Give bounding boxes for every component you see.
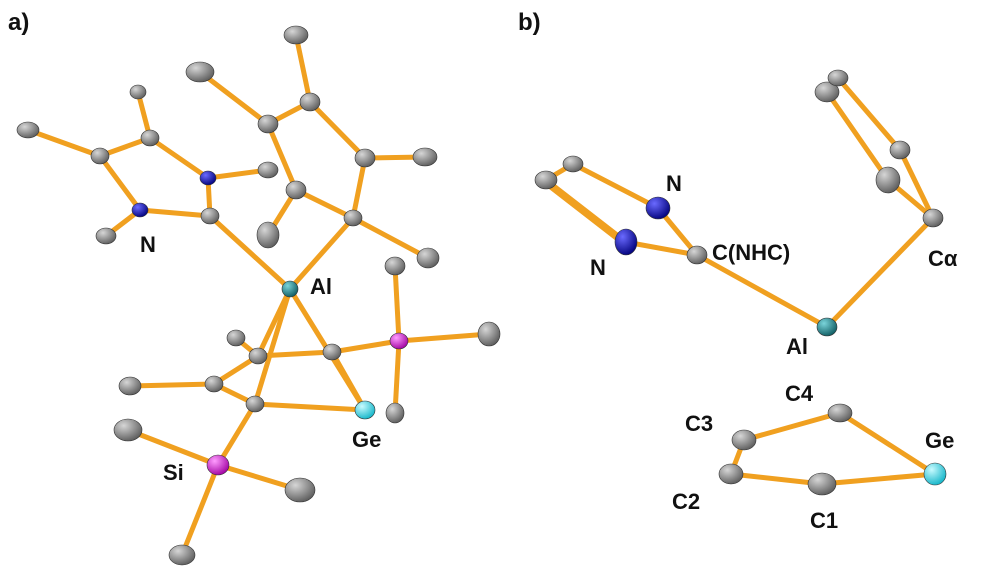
atom-label-c-nhc: C(NHC) [712,240,790,265]
panel-a-atoms [16,25,501,566]
atom-label-si: Si [163,460,184,485]
atom-label-n: N [140,232,156,257]
panel-b-atoms [534,69,947,496]
atom-label-c3: C3 [685,411,713,436]
atom-label-al-b: Al [786,334,808,359]
atom-label-n-top: N [666,171,682,196]
atom-label-c1: C1 [810,508,838,533]
atom-label-al: Al [310,274,332,299]
panel-a-labels: a) N Al Ge Si [8,9,381,485]
panel-a-tag: a) [8,9,29,36]
atom-label-c4: C4 [785,381,814,406]
panel-b-tag: b) [518,9,541,36]
atom-label-ge-b: Ge [925,428,954,453]
panel-b-bonds [543,75,938,487]
atom-label-c2: C2 [672,489,700,514]
panel-b-labels: b) N N C(NHC) Cα Al C1 C2 C3 C4 Ge [518,9,958,533]
atom-label-n-left: N [590,255,606,280]
panel-b-structure: b) N N C(NHC) Cα Al C1 C2 C3 C4 Ge [518,9,958,533]
panel-a-structure: a) N Al Ge Si [8,9,501,566]
atom-label-c-alpha: Cα [928,246,958,271]
atom-label-ge: Ge [352,427,381,452]
panel-a-bonds [25,32,492,558]
